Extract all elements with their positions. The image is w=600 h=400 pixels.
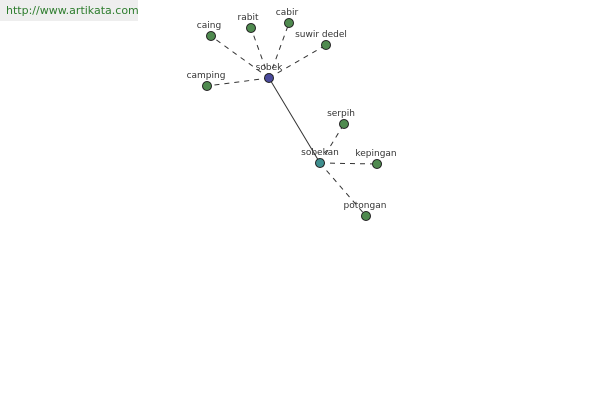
edge-sobekan-serpih xyxy=(319,123,345,164)
edge-sobek-suwir-dedel xyxy=(268,44,327,79)
node-layer xyxy=(202,18,382,221)
edge-sobek-caing xyxy=(210,35,270,79)
node-label-rabit: rabit xyxy=(238,13,259,23)
node-rabit[interactable] xyxy=(246,23,256,33)
node-label-kepingan: kepingan xyxy=(355,149,396,159)
node-kepingan[interactable] xyxy=(372,159,382,169)
node-camping[interactable] xyxy=(202,81,212,91)
edge-sobek-rabit xyxy=(250,27,270,79)
node-caing[interactable] xyxy=(206,31,216,41)
node-label-serpih: serpih xyxy=(327,109,355,119)
edge-sobek-sobekan xyxy=(268,77,321,164)
edge-sobekan-kepingan xyxy=(319,162,378,165)
node-suwir-dedel[interactable] xyxy=(321,40,331,50)
node-potongan[interactable] xyxy=(361,211,371,221)
node-label-suwir-dedel: suwir dedel xyxy=(295,30,347,40)
node-cabir[interactable] xyxy=(284,18,294,28)
source-url-link[interactable]: http://www.artikata.com xyxy=(6,4,139,17)
node-label-potongan: potongan xyxy=(344,201,387,211)
node-label-sobekan: sobekan xyxy=(301,148,339,158)
source-banner: http://www.artikata.com xyxy=(0,0,139,21)
node-label-caing: caing xyxy=(197,21,221,31)
node-serpih[interactable] xyxy=(339,119,349,129)
edge-sobekan-potongan xyxy=(319,162,367,217)
node-label-cabir: cabir xyxy=(276,8,299,18)
edge-layer xyxy=(206,22,378,217)
node-sobekan[interactable] xyxy=(315,158,325,168)
edge-sobek-camping xyxy=(206,77,270,87)
label-layer: sobek sobekan caing rabit cabir suwir dedel ca… xyxy=(187,8,397,211)
node-label-sobek: sobek xyxy=(256,63,283,73)
node-sobek[interactable] xyxy=(264,73,274,83)
node-label-camping: camping xyxy=(187,71,226,81)
